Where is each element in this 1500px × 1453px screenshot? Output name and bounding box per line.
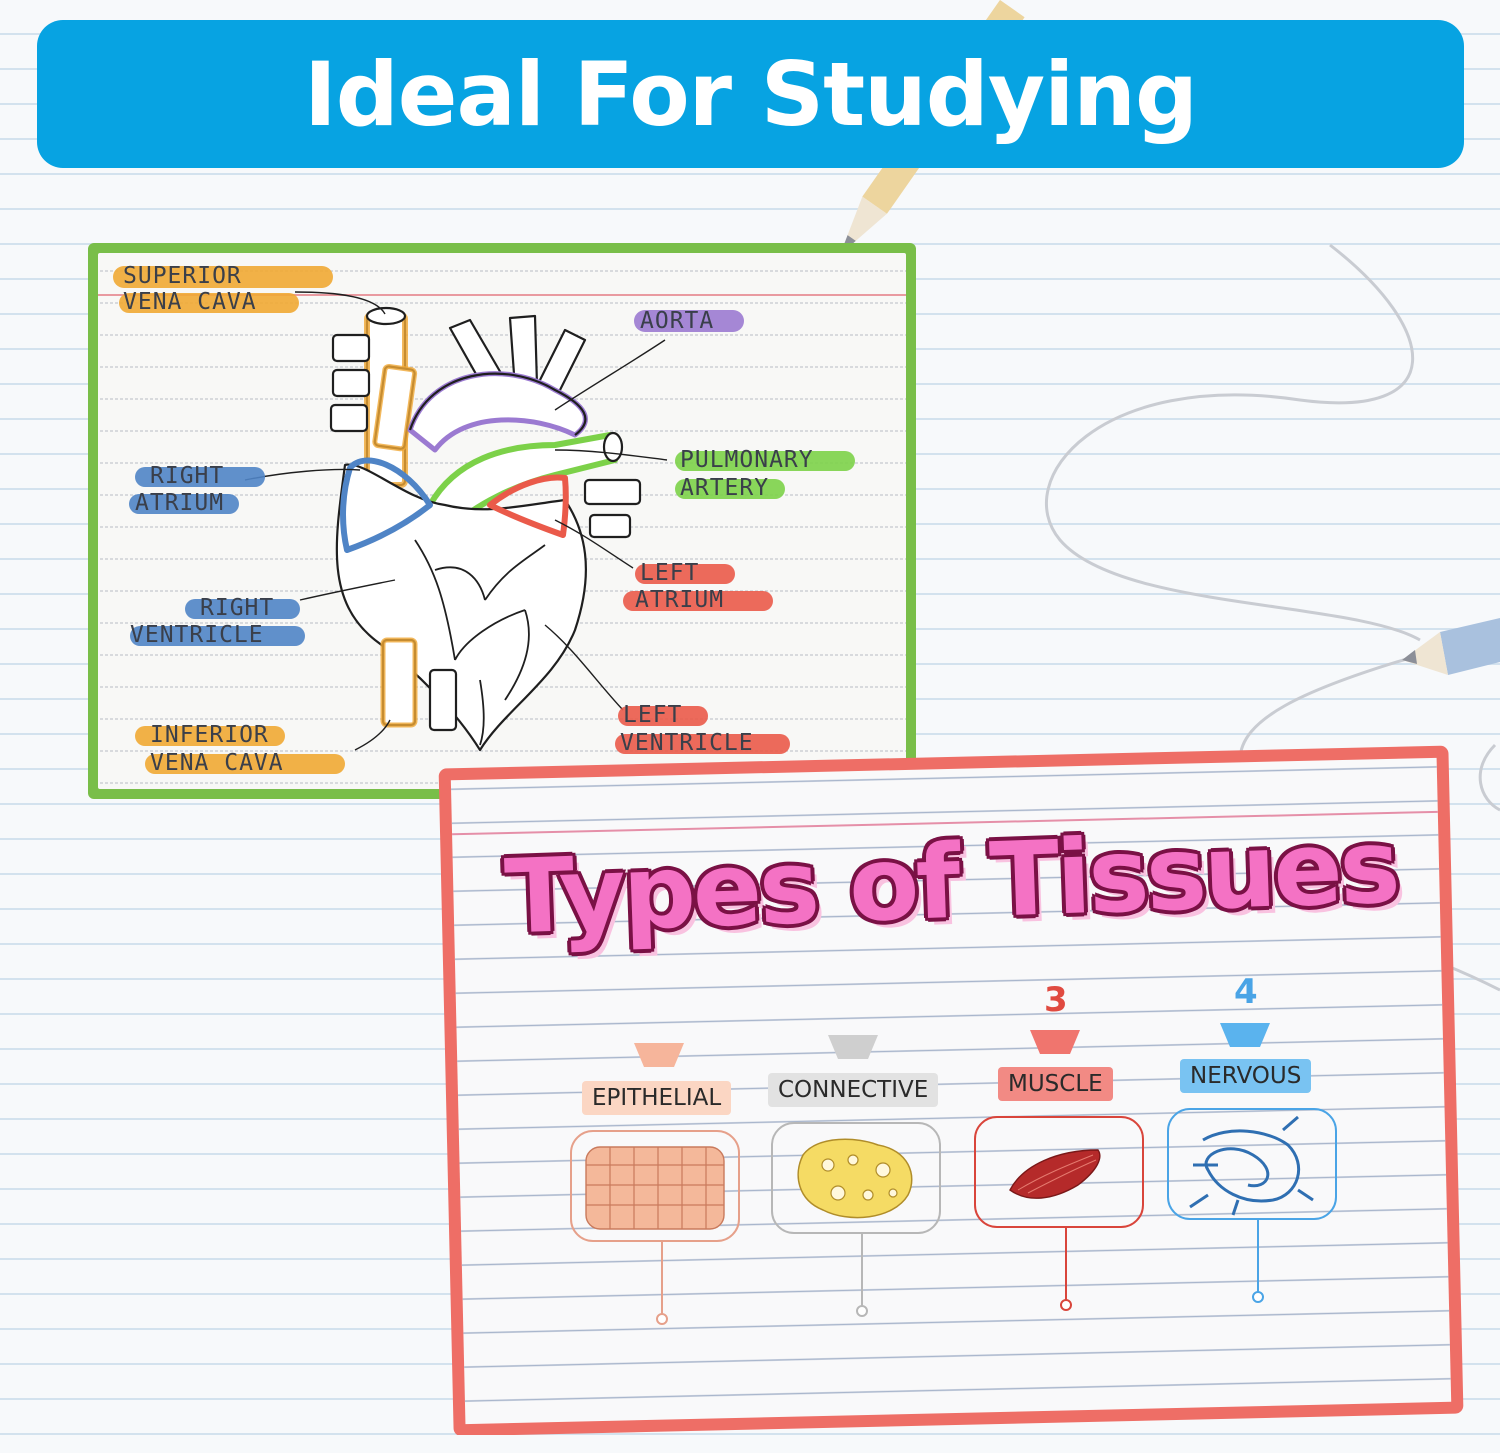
muscle-number: 3 [1044,980,1068,1020]
label-right-atrium-1: RIGHT [135,463,265,490]
tissue-diagram [570,1023,1337,1325]
nervous-label: NERVOUS [1180,1059,1312,1093]
label-aorta: AORTA [634,308,744,335]
label-left-atrium-2: ATRIUM [623,587,773,614]
heart-illustration [244,291,668,752]
label-left-ventricle-2: VENTRICLE [615,730,790,757]
label-inferior: INFERIOR [135,722,285,749]
banner: Ideal For Studying [37,20,1464,168]
label-vena-cava: VENA CAVA [119,289,299,316]
label-right-ventricle-2: VENTRICLE [130,622,305,649]
banner-title: Ideal For Studying [304,42,1198,146]
label-right-atrium-2: ATRIUM [129,490,239,517]
epithelial-illustration [570,1043,740,1325]
muscle-illustration [974,1030,1144,1311]
label-pulmonary: PULMONARY [675,447,855,474]
label-right-ventricle-1: RIGHT [185,595,300,622]
label-superior: SUPERIOR [113,263,333,290]
epithelial-label: EPITHELIAL [582,1081,732,1115]
label-inferior-vena-cava: VENA CAVA [145,750,345,777]
tissues-card-background [438,745,1464,1435]
connective-illustration [771,1035,941,1317]
nervous-number: 4 [1234,972,1258,1012]
connective-label: CONNECTIVE [768,1073,939,1107]
tissues-card: Types of Tissues [438,745,1464,1435]
muscle-label: MUSCLE [998,1067,1113,1101]
label-artery: ARTERY [675,475,785,502]
label-left-atrium-1: LEFT [635,560,735,587]
nervous-illustration [1167,1023,1337,1303]
heart-diagram-card: SUPERIOR VENA CAVA AORTA RIGHT ATRIUM PU… [85,240,919,802]
label-left-ventricle-1: LEFT [618,702,708,729]
